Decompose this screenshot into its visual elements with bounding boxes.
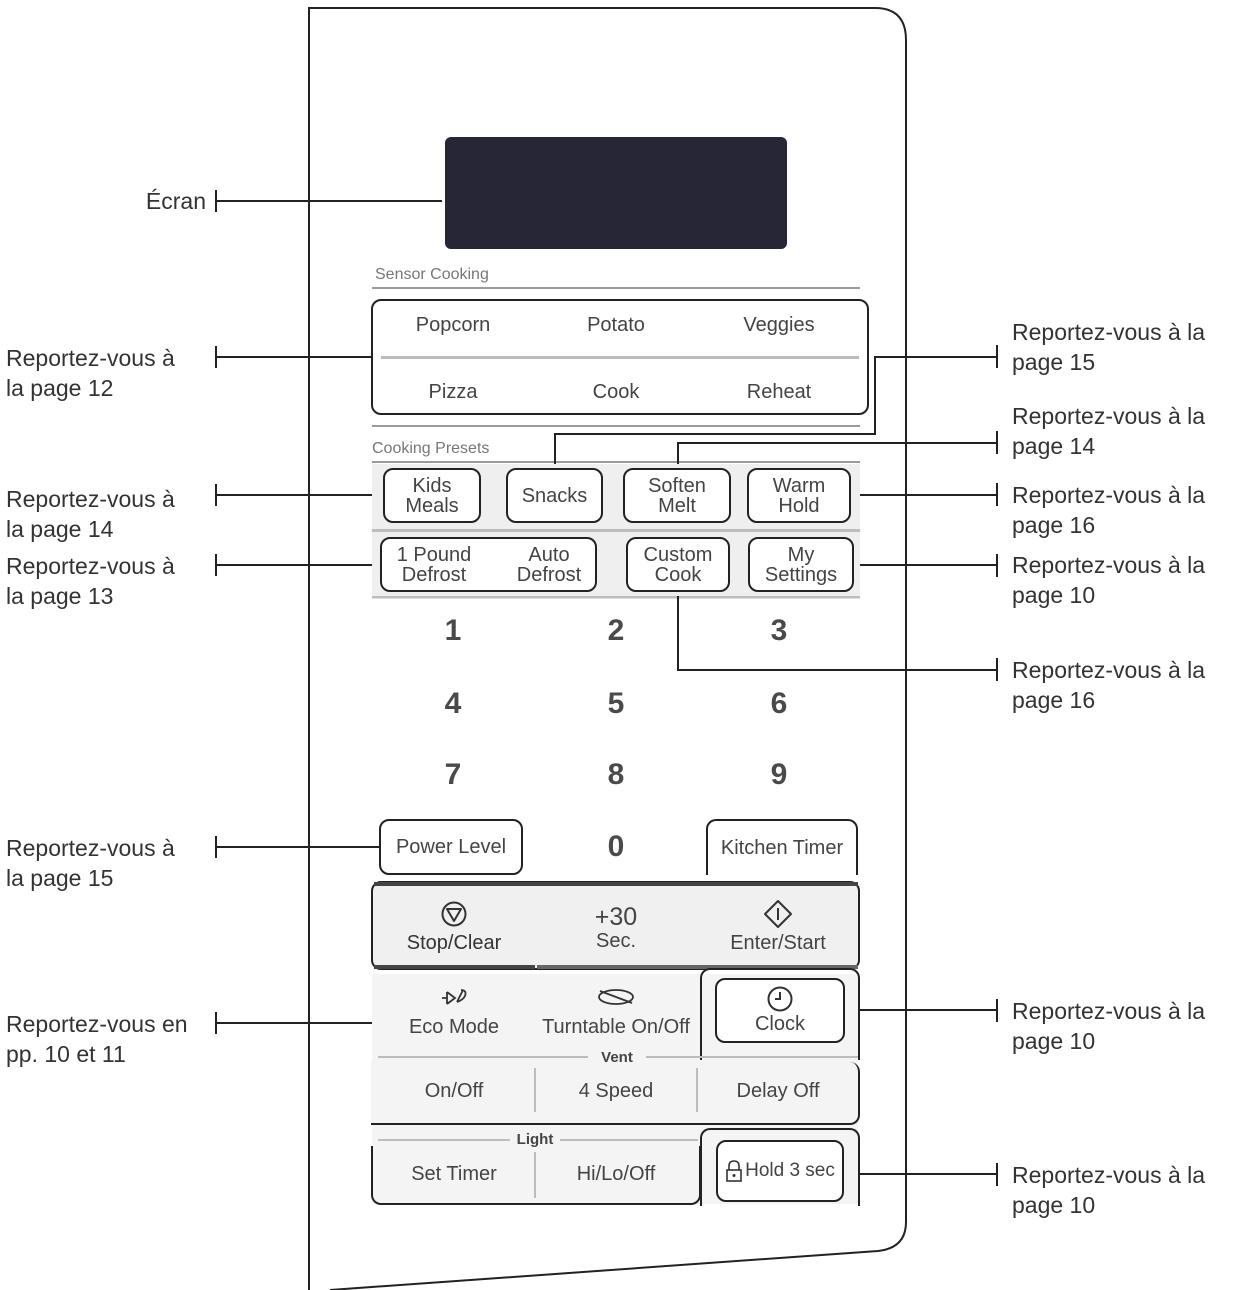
callout-sensor: Reportez-vous à la page 12 (6, 345, 175, 401)
key-7[interactable]: 7 (444, 758, 462, 791)
light-hi-lo-off-button[interactable]: Hi/Lo/Off (576, 1162, 656, 1185)
power-level-button[interactable]: Power Level (379, 819, 523, 875)
cook-button[interactable]: Cook (592, 381, 640, 403)
sensor-cooking-label: Sensor Cooking (375, 266, 489, 283)
set-timer-button[interactable]: Set Timer (411, 1162, 497, 1185)
display-screen (445, 137, 787, 249)
lock-icon (726, 1160, 742, 1182)
key-3[interactable]: 3 (770, 614, 788, 647)
stop-icon (441, 901, 467, 926)
my-settings-button[interactable]: My Settings (748, 537, 854, 592)
auto-defrost-button[interactable]: Auto Defrost (516, 543, 582, 586)
light-label: Light (516, 1131, 554, 1148)
key-2[interactable]: 2 (607, 614, 625, 647)
turntable-button[interactable]: Turntable On/Off (536, 978, 696, 1046)
enter-start-button[interactable]: Enter/Start (698, 892, 858, 962)
cooking-presets-label: Cooking Presets (372, 440, 490, 457)
vent-speed-button[interactable]: 4 Speed (578, 1079, 654, 1102)
callout-power-level: Reportez-vous à la page 15 (6, 835, 175, 891)
key-9[interactable]: 9 (770, 758, 788, 791)
panel-outline (308, 7, 907, 1290)
callout-display: Écran (145, 188, 206, 214)
callout-kids-meals: Reportez-vous à la page 14 (6, 486, 175, 542)
eco-mode-icon (442, 988, 467, 1005)
callout-warm-hold: Reportez-vous à la page 16 (1012, 482, 1206, 538)
vent-label: Vent (601, 1049, 633, 1066)
callout-lock: Reportez-vous à la page 10 (1012, 1162, 1206, 1218)
veggies-button[interactable]: Veggies (743, 314, 815, 336)
hold-3-sec-button[interactable]: Hold 3 sec (716, 1140, 844, 1202)
soften-melt-button[interactable]: Soften Melt (623, 468, 731, 523)
key-5[interactable]: 5 (607, 687, 625, 720)
start-icon (764, 900, 792, 928)
callout-soften-melt: Reportez-vous à la page 14 (1012, 403, 1206, 459)
custom-cook-button[interactable]: Custom Cook (626, 537, 730, 592)
kids-meals-button[interactable]: Kids Meals (383, 468, 481, 523)
pizza-button[interactable]: Pizza (428, 381, 478, 403)
key-4[interactable]: 4 (444, 687, 462, 720)
defrost-button-group: 1 Pound Defrost Auto Defrost (380, 537, 597, 592)
potato-button[interactable]: Potato (587, 314, 645, 336)
sensor-cooking-group (371, 299, 869, 415)
kitchen-timer-button[interactable]: Kitchen Timer (706, 819, 858, 875)
callout-my-settings: Reportez-vous à la page 10 (1012, 552, 1206, 608)
callout-snacks: Reportez-vous à la page 15 (1012, 319, 1206, 375)
callout-custom-cook: Reportez-vous à la page 16 (1012, 657, 1206, 713)
vent-on-off-button[interactable]: On/Off (424, 1079, 484, 1102)
key-0[interactable]: 0 (607, 830, 625, 863)
clock-button[interactable]: Clock (715, 978, 845, 1043)
plus-30-sec-button[interactable]: +30 Sec. (594, 902, 638, 952)
key-8[interactable]: 8 (607, 758, 625, 791)
clock-icon (767, 986, 793, 1012)
key-6[interactable]: 6 (770, 687, 788, 720)
eco-mode-button[interactable]: Eco Mode (374, 978, 534, 1046)
snacks-button[interactable]: Snacks (506, 468, 603, 523)
one-pound-defrost-button[interactable]: 1 Pound Defrost (396, 543, 472, 586)
popcorn-button[interactable]: Popcorn (415, 314, 491, 336)
callout-clock: Reportez-vous à la page 10 (1012, 998, 1206, 1054)
callout-eco-mode: Reportez-vous en pp. 10 et 11 (6, 1011, 188, 1067)
delay-off-button[interactable]: Delay Off (736, 1079, 820, 1102)
warm-hold-button[interactable]: Warm Hold (747, 468, 851, 523)
turntable-icon (598, 988, 634, 1005)
vent-group (371, 1062, 860, 1125)
key-1[interactable]: 1 (444, 614, 462, 647)
stop-clear-button[interactable]: Stop/Clear (374, 892, 534, 962)
callout-defrost: Reportez-vous à la page 13 (6, 553, 175, 609)
reheat-button[interactable]: Reheat (746, 381, 812, 403)
